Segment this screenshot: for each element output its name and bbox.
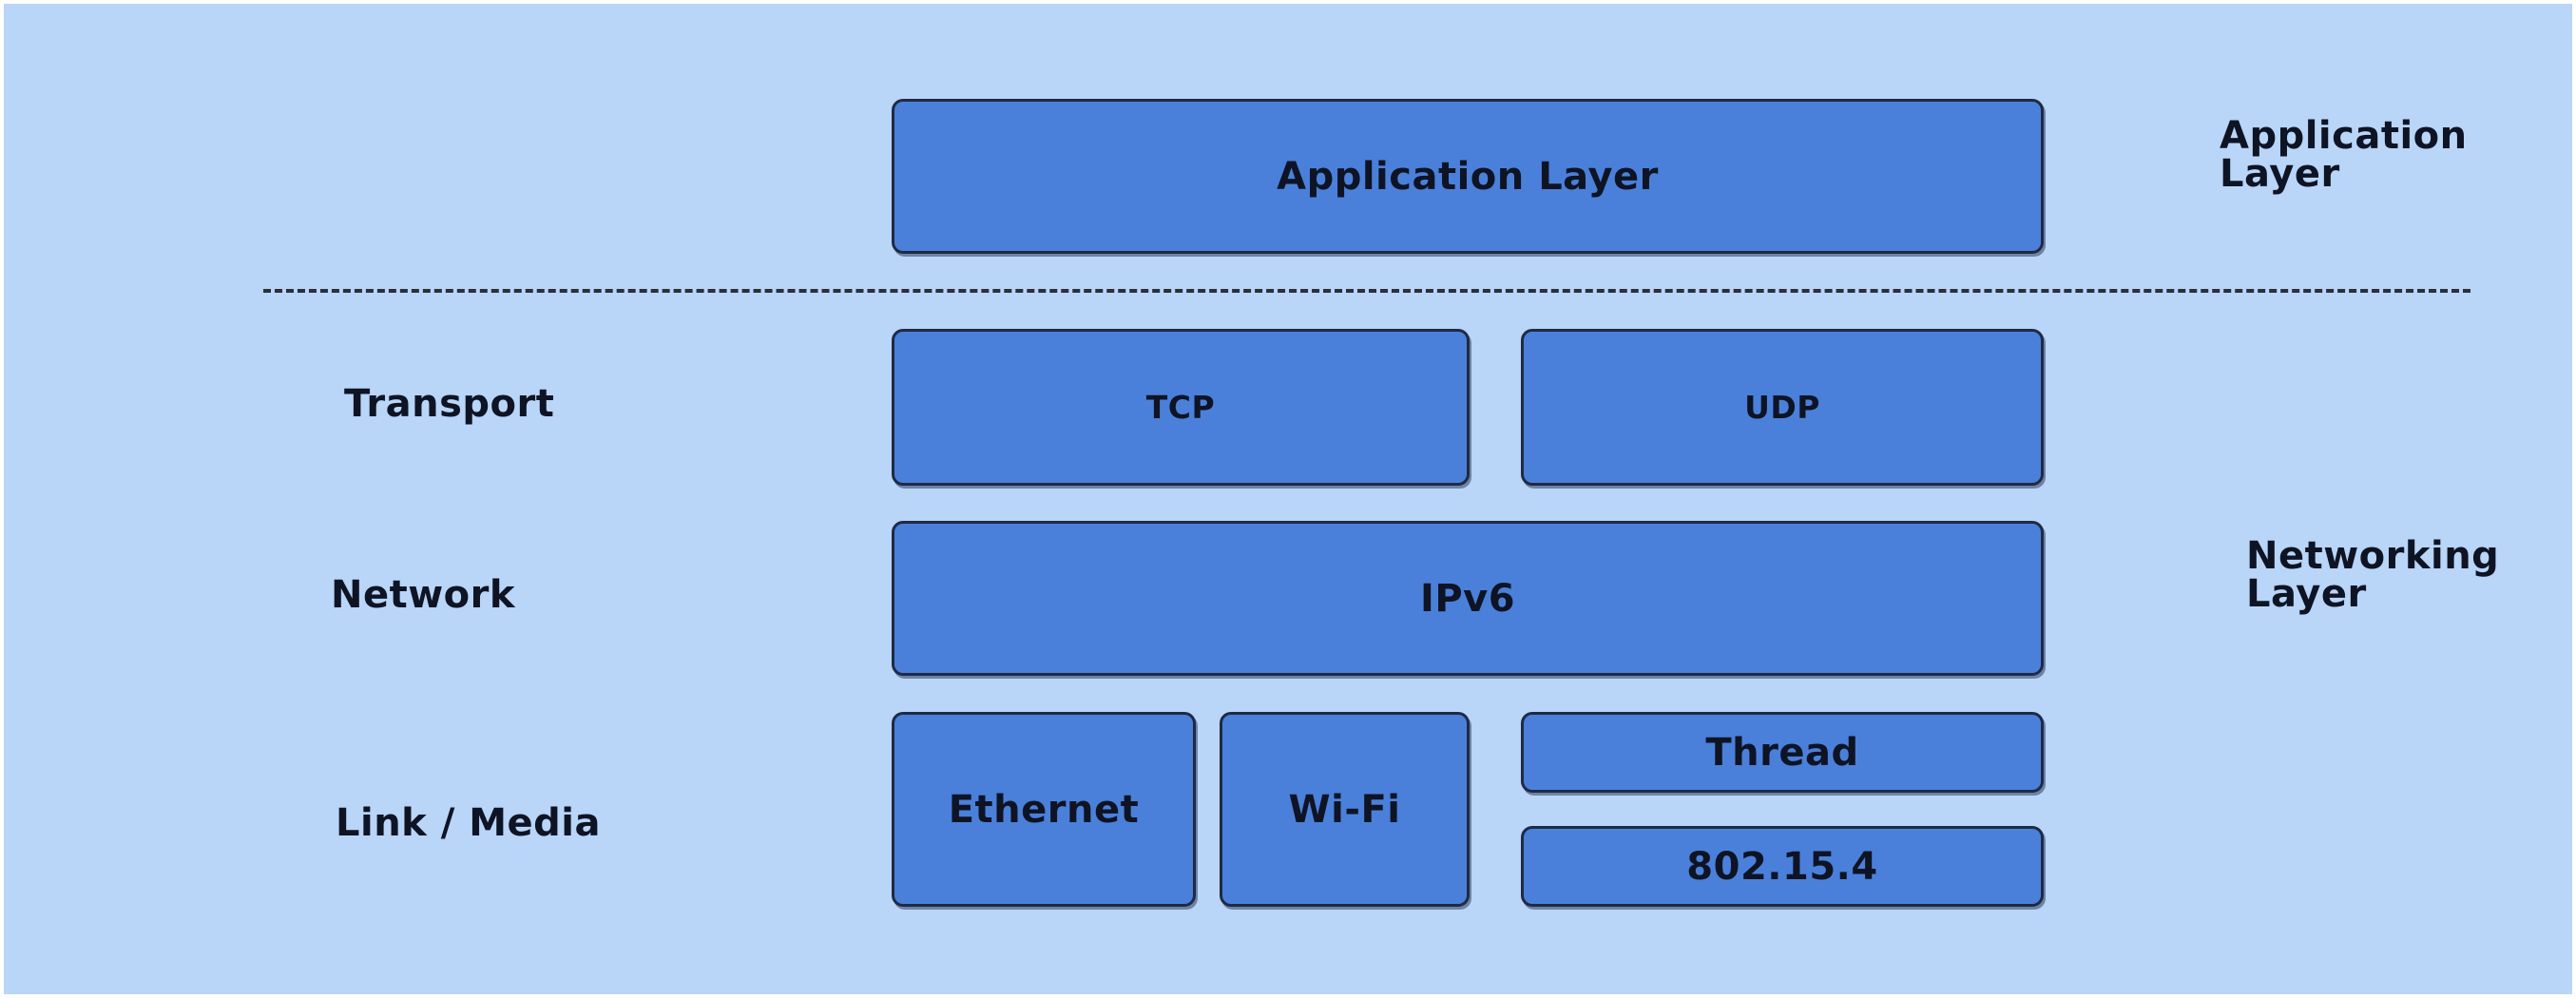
wifi-box: Wi-Fi <box>1220 712 1470 907</box>
link-media-row-label: Link / Media <box>336 801 602 845</box>
thread-box: Thread <box>1521 712 2044 793</box>
application-layer-box-label: Application Layer <box>1277 154 1659 199</box>
application-layer-group-label: Application Layer <box>2220 117 2468 193</box>
networking-layer-group-label: Networking Layer <box>2246 537 2499 613</box>
ethernet-box: Ethernet <box>892 712 1196 907</box>
application-layer-group-label-line1: Application <box>2220 114 2468 158</box>
wifi-box-label: Wi-Fi <box>1288 787 1401 832</box>
ethernet-box-label: Ethernet <box>948 787 1140 832</box>
networking-layer-group-label-line1: Networking <box>2246 534 2500 578</box>
layer-divider-dashed-line <box>263 289 2470 293</box>
networking-layer-group-label-line2: Layer <box>2246 572 2367 616</box>
transport-row-label: Transport <box>344 382 555 426</box>
thread-box-label: Thread <box>1705 730 1859 775</box>
udp-box: UDP <box>1521 329 2044 486</box>
udp-box-label: UDP <box>1744 389 1820 426</box>
network-row-label: Network <box>331 573 515 617</box>
ipv6-box: IPv6 <box>892 521 2044 676</box>
application-layer-group-label-line2: Layer <box>2220 152 2340 196</box>
tcp-box-label: TCP <box>1145 389 1216 426</box>
ipv6-box-label: IPv6 <box>1419 576 1516 621</box>
tcp-box: TCP <box>892 329 1470 486</box>
ieee-802-15-4-box-label: 802.15.4 <box>1686 844 1878 889</box>
application-layer-box: Application Layer <box>892 99 2044 254</box>
ieee-802-15-4-box: 802.15.4 <box>1521 826 2044 907</box>
